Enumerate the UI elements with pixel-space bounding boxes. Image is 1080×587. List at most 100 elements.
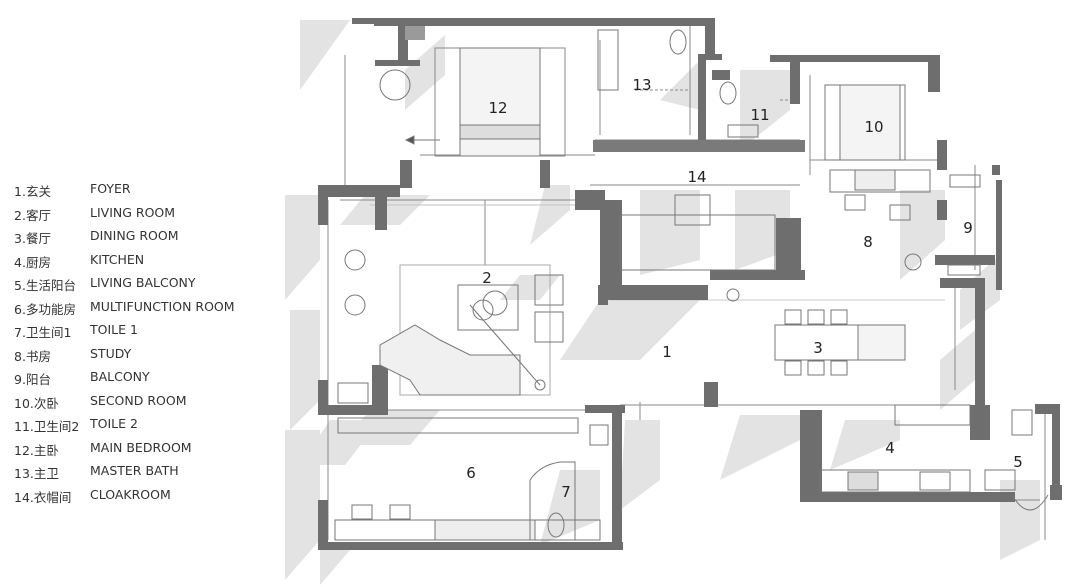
wall — [1050, 485, 1062, 500]
shadow-shape — [620, 420, 660, 510]
direction-arrow-head — [404, 135, 415, 145]
legend-cn-label: 主卫 — [33, 466, 59, 481]
room-number: 11 — [750, 106, 769, 124]
room-number: 9 — [963, 219, 973, 237]
legend-cn-label: 客厅 — [25, 207, 51, 223]
balcony-fixture — [949, 174, 981, 188]
wall — [318, 185, 328, 225]
legend-cn-label: 次卧 — [33, 395, 59, 411]
wall — [800, 492, 1015, 502]
shadow-shape — [900, 190, 945, 280]
legend-en-label: STUDY — [90, 345, 132, 361]
legend-number: 3. — [14, 231, 26, 246]
coffee-table-ornament — [482, 290, 508, 316]
wall — [975, 285, 985, 405]
dining-chair — [830, 360, 848, 376]
wall — [712, 70, 730, 80]
legend-cn-label: 生活阳台 — [25, 278, 76, 293]
legend-number: 13. — [14, 466, 34, 481]
legend-cn-label: 卫生间1 — [25, 325, 72, 340]
door-swing — [1011, 494, 1049, 511]
shadow-shape — [720, 415, 800, 480]
wall — [800, 410, 822, 500]
sink — [589, 424, 609, 446]
wall — [600, 200, 622, 290]
room-number: 12 — [488, 99, 507, 117]
furniture — [334, 29, 1049, 541]
legend-number: 1. — [14, 184, 26, 199]
legend-number: 5. — [14, 278, 26, 293]
cabinet-row — [337, 417, 579, 434]
wall — [935, 255, 995, 265]
wall — [540, 160, 550, 188]
cabinet — [854, 169, 896, 191]
room-number: 13 — [632, 76, 651, 94]
chair — [344, 294, 366, 316]
armchair-round — [379, 69, 411, 101]
wall — [704, 382, 718, 407]
legend-en-label: MAIN BEDROOM — [90, 439, 192, 455]
laundry-cabinet — [1011, 409, 1033, 436]
room-number-labels: 1 2 3 4 5 6 7 8 9 10 11 12 13 14 — [466, 76, 1023, 501]
wall — [593, 140, 805, 152]
legend-number: 4. — [14, 254, 26, 270]
wall — [372, 365, 388, 415]
toilet — [547, 512, 565, 538]
room-number: 7 — [561, 483, 571, 501]
vanity-13 — [597, 29, 619, 91]
sink — [727, 124, 759, 138]
balcony-fixture — [947, 264, 981, 276]
legend-cn-label: 厨房 — [25, 254, 51, 270]
legend-en-label: MULTIFUNCTION ROOM — [90, 298, 235, 314]
room-number: 4 — [885, 439, 895, 457]
wall — [612, 413, 622, 548]
wall — [705, 18, 715, 56]
wall — [598, 285, 708, 300]
legend-cn-label: 餐厅 — [25, 231, 51, 246]
wall — [992, 165, 1000, 175]
legend-cn-label: 玄关 — [25, 184, 51, 199]
room-number: 6 — [466, 464, 476, 482]
wall — [937, 140, 947, 170]
wall — [318, 405, 388, 415]
kitchen-sink — [919, 471, 951, 491]
legend-cn-label: 阳台 — [25, 372, 51, 387]
room-number: 2 — [482, 269, 492, 287]
wall — [1052, 410, 1060, 485]
study-chair — [844, 194, 866, 211]
legend-en-label: SECOND ROOM — [90, 392, 187, 408]
coffee-table — [457, 284, 519, 331]
shadow-shape — [500, 275, 560, 300]
wall — [375, 188, 387, 230]
wall — [698, 60, 706, 140]
stove — [847, 471, 879, 491]
room-number: 10 — [864, 118, 883, 136]
kitchen-counter — [819, 469, 971, 493]
study-chair — [889, 204, 911, 221]
wall — [585, 405, 625, 413]
shadow-shape — [300, 20, 350, 90]
ottoman — [534, 311, 564, 343]
legend-en-label: TOILE 2 — [90, 416, 138, 431]
legend-number: 14. — [14, 489, 34, 505]
desk-chair — [351, 504, 373, 520]
dining-chair — [807, 309, 825, 325]
dining-chair — [784, 309, 802, 325]
wall — [318, 185, 400, 197]
desk-chair — [389, 504, 411, 520]
washer — [984, 469, 1016, 491]
wall — [940, 278, 985, 288]
legend-en-label: CLOAKROOM — [90, 486, 171, 502]
shadow-shape — [660, 60, 700, 110]
